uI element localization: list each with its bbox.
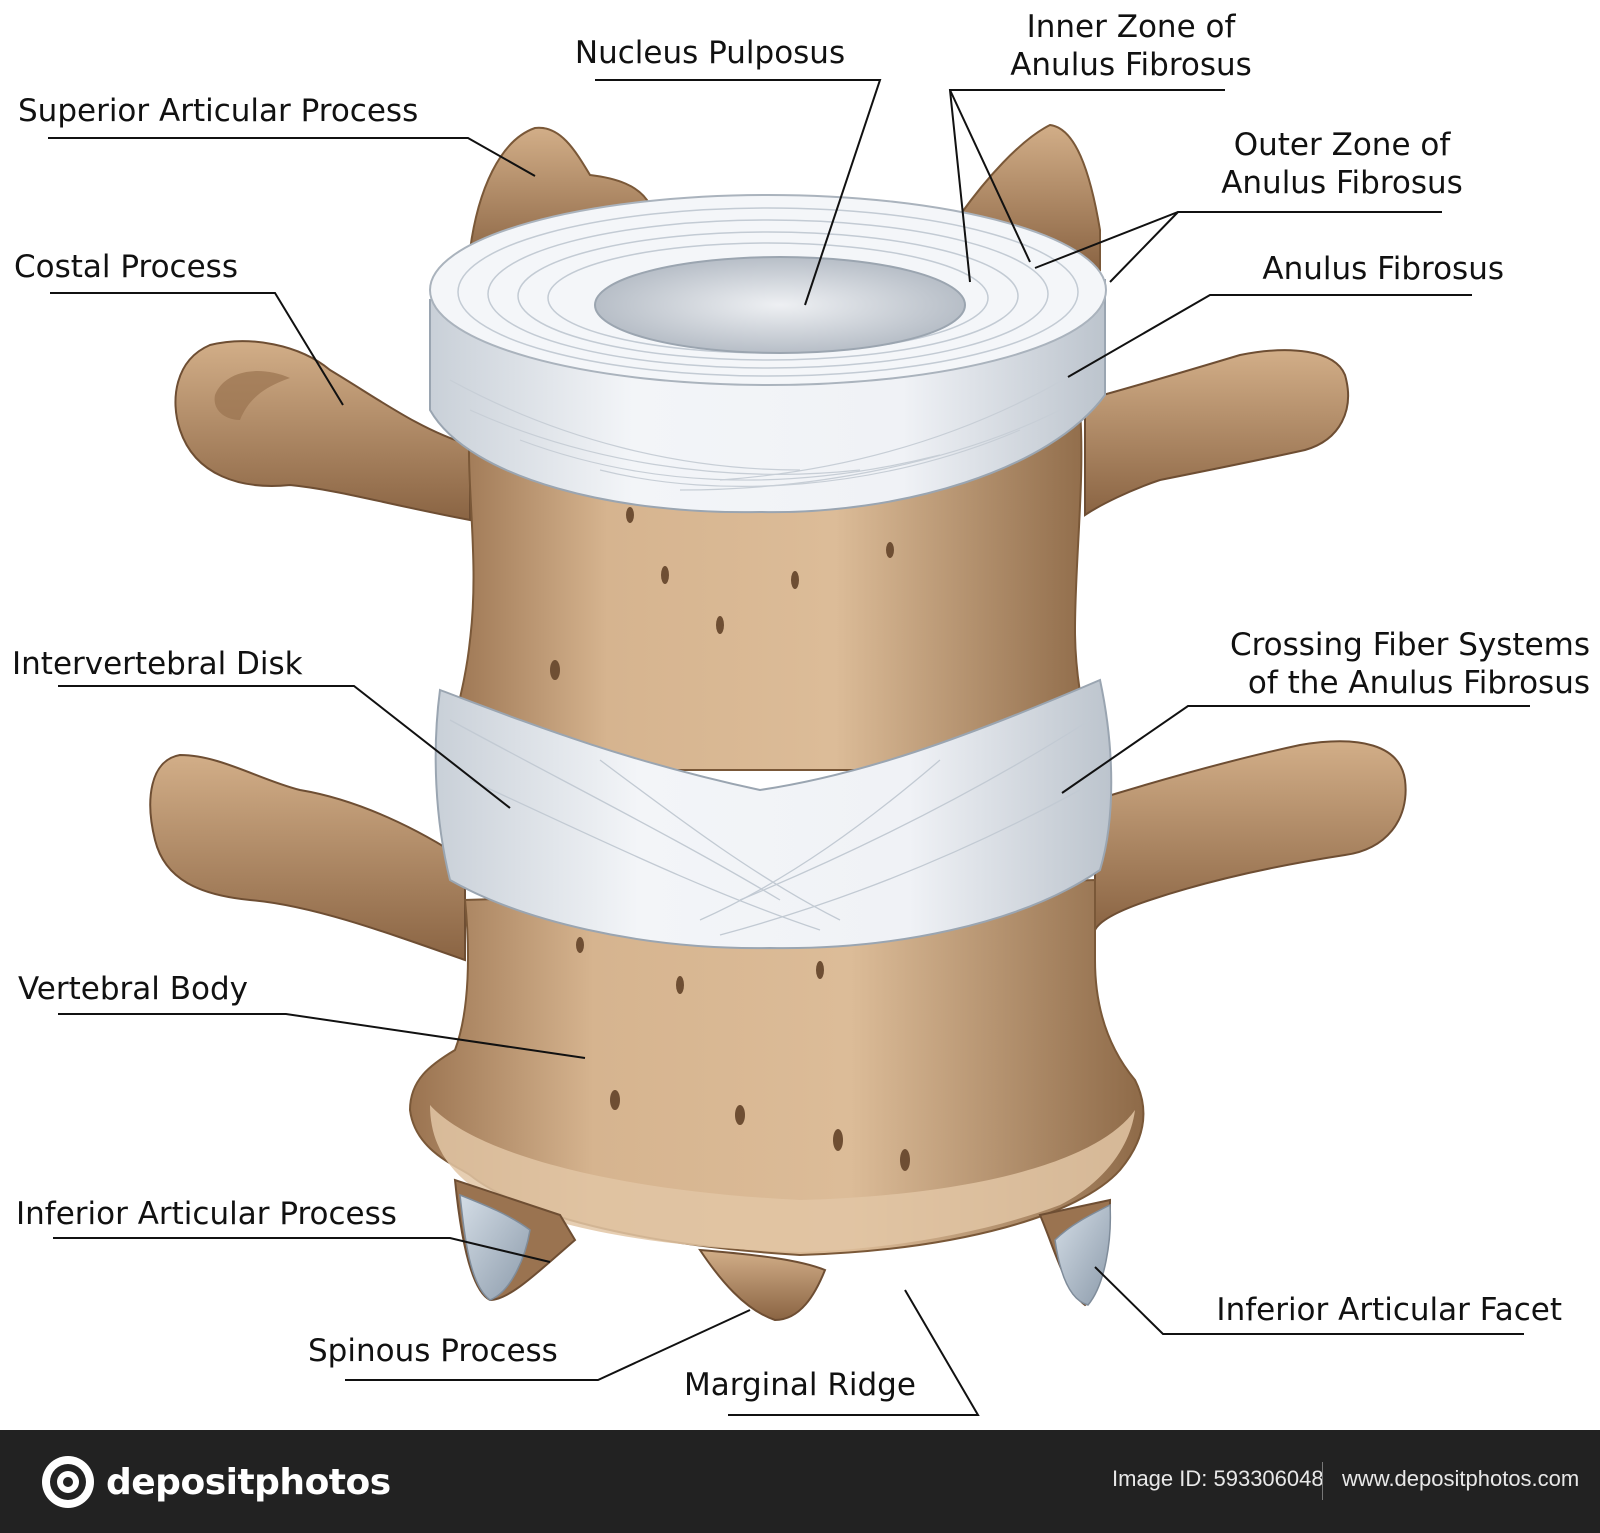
label-outer-zone-line-2: Anulus Fibrosus bbox=[1221, 165, 1463, 201]
footer-divider bbox=[1322, 1462, 1323, 1500]
diagram-area: Nucleus Pulposus Inner Zone of Anulus Fi… bbox=[12, 8, 1590, 1416]
lower-costal-process-right bbox=[1094, 740, 1407, 931]
lower-disk-fibers bbox=[449, 719, 1091, 936]
leader-intervertebral-disk bbox=[58, 685, 511, 809]
depositphotos-logo: depositphotos bbox=[40, 1454, 391, 1510]
lower-disk bbox=[434, 678, 1113, 950]
nutrient-foramina bbox=[550, 507, 910, 1171]
spinous-process bbox=[698, 1248, 827, 1322]
leader-inner-zone-2 bbox=[949, 89, 1031, 263]
label-inferior-articular-facet: Inferior Articular Facet bbox=[1216, 1292, 1562, 1328]
label-costal-process: Costal Process bbox=[14, 249, 238, 285]
image-id: Image ID: 593306048 bbox=[1112, 1466, 1324, 1491]
leader-lines bbox=[48, 79, 1530, 1416]
label-spinous-process: Spinous Process bbox=[308, 1333, 558, 1369]
label-crossing-fibers-line-1: Crossing Fiber Systems bbox=[1229, 627, 1590, 663]
leader-superior-articular-process bbox=[48, 137, 536, 177]
label-inner-zone-line-1: Inner Zone of bbox=[1026, 9, 1236, 45]
upper-costal-process-left bbox=[174, 340, 471, 522]
leader-crossing-fibers bbox=[1061, 705, 1530, 794]
leader-marginal-ridge bbox=[728, 1289, 980, 1416]
leader-vertebral-body bbox=[58, 1013, 586, 1059]
leader-spinous-process bbox=[345, 1309, 751, 1381]
leader-outer-zone-2 bbox=[1109, 211, 1179, 283]
label-crossing-fibers-line-2: of the Anulus Fibrosus bbox=[1247, 665, 1590, 701]
label-nucleus-pulposus: Nucleus Pulposus bbox=[574, 35, 846, 71]
watermark-footer: depositphotos Image ID: 593306048 www.de… bbox=[0, 1430, 1600, 1533]
website-url: www.depositphotos.com bbox=[1342, 1466, 1580, 1491]
leader-anulus-fibrosus bbox=[1067, 294, 1472, 378]
leader-inferior-articular-facet bbox=[1094, 1266, 1524, 1335]
lower-costal-process-left bbox=[149, 753, 466, 962]
upper-disk-rings bbox=[457, 207, 1079, 377]
leader-inferior-articular-process bbox=[53, 1237, 551, 1263]
label-vertebral-body: Vertebral Body bbox=[18, 971, 248, 1007]
vertebra-illustration bbox=[48, 79, 1530, 1416]
inferior-articular-facet-right bbox=[1054, 1203, 1112, 1306]
upper-costal-process-left-hollow bbox=[214, 371, 290, 420]
upper-costal-process-right bbox=[1084, 349, 1350, 517]
label-intervertebral-disk: Intervertebral Disk bbox=[12, 646, 303, 682]
leader-costal-process bbox=[50, 292, 344, 406]
marginal-ridge-band bbox=[430, 1105, 1135, 1252]
inferior-articular-facet-left bbox=[459, 1193, 531, 1301]
label-outer-zone-line-1: Outer Zone of bbox=[1233, 127, 1451, 163]
label-superior-articular-process: Superior Articular Process bbox=[18, 93, 419, 129]
camera-logo-icon bbox=[42, 1456, 94, 1508]
nucleus-pulposus-shape bbox=[594, 256, 966, 354]
leader-nucleus-pulposus bbox=[595, 79, 882, 306]
upper-disk-fibers bbox=[449, 369, 1081, 491]
label-inner-zone-of-anulus-fibrosus: Inner Zone of Anulus Fibrosus bbox=[1010, 8, 1252, 84]
label-crossing-fiber-systems: Crossing Fiber Systems of the Anulus Fib… bbox=[1230, 626, 1590, 702]
label-inner-zone-line-2: Anulus Fibrosus bbox=[1010, 47, 1252, 83]
logo-text: depositphotos bbox=[106, 1461, 391, 1503]
label-marginal-ridge: Marginal Ridge bbox=[684, 1367, 916, 1403]
label-inferior-articular-process: Inferior Articular Process bbox=[16, 1196, 397, 1232]
label-outer-zone-of-anulus-fibrosus: Outer Zone of Anulus Fibrosus bbox=[1221, 126, 1463, 202]
label-anulus-fibrosus: Anulus Fibrosus bbox=[1262, 251, 1504, 287]
